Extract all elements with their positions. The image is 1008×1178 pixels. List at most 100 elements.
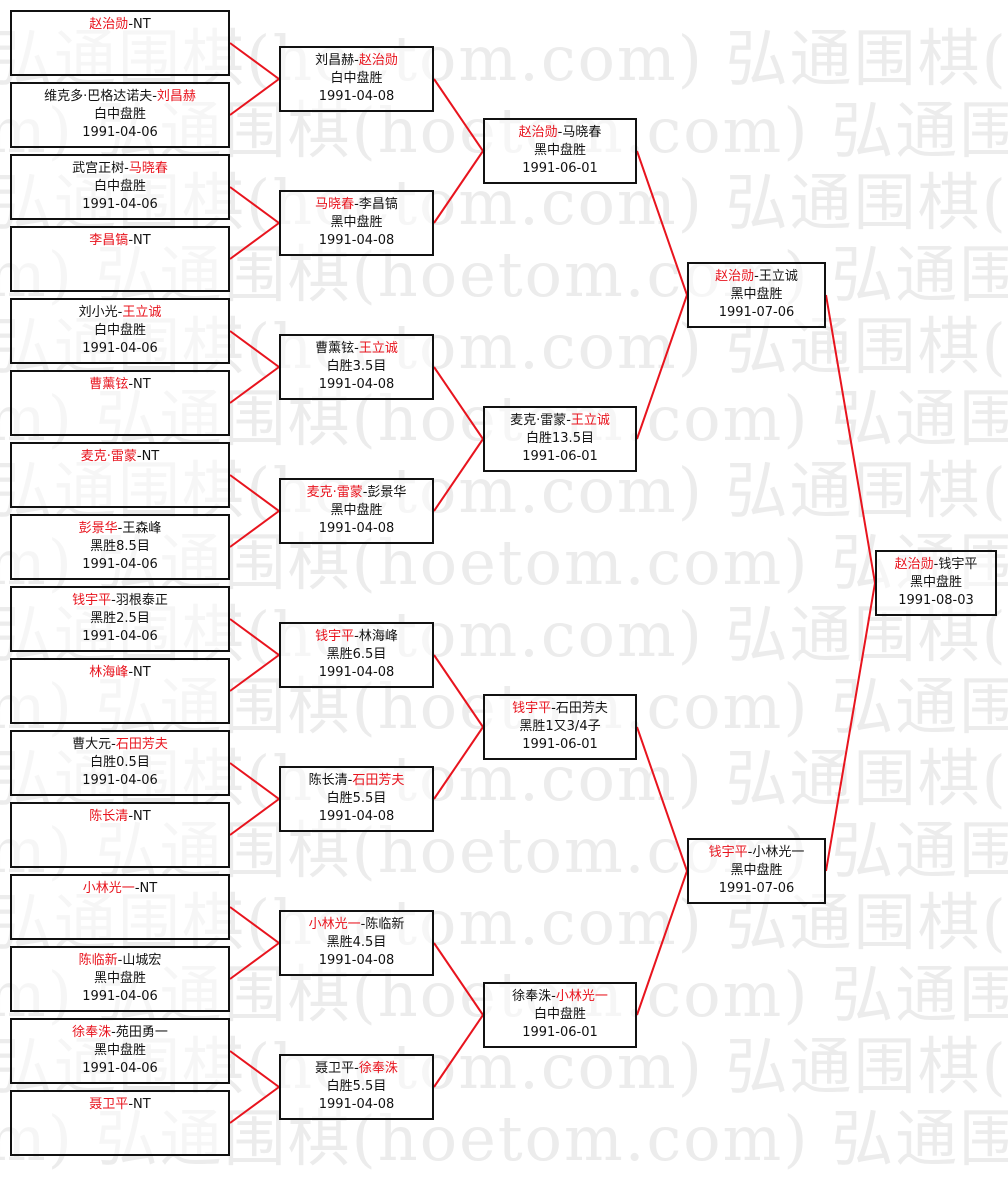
match-box: 林海峰-NT xyxy=(10,658,230,724)
player-2: NT xyxy=(133,377,151,392)
connector-line xyxy=(433,78,484,152)
match-date: 1991-04-06 xyxy=(82,341,158,356)
match-date: 1991-06-01 xyxy=(522,161,598,176)
connector-line xyxy=(433,726,484,800)
match-date: 1991-04-06 xyxy=(82,557,158,572)
connector-line xyxy=(825,582,876,872)
match-players: 麦克·雷蒙-NT xyxy=(12,448,228,466)
separator: - xyxy=(134,881,140,896)
player-1: 小林光一 xyxy=(82,881,135,896)
match-date: 1991-04-06 xyxy=(82,125,158,140)
player-1: 刘昌赫 xyxy=(315,53,355,68)
player-2: 羽根泰正 xyxy=(115,593,168,608)
connector-line xyxy=(229,798,280,836)
match-players: 陈长清-NT xyxy=(12,808,228,826)
separator: - xyxy=(117,953,123,968)
match-result: 黑胜8.5目 xyxy=(90,539,150,554)
separator: - xyxy=(124,161,129,176)
match-result: 白中盘胜 xyxy=(93,107,146,122)
player-2: 王森峰 xyxy=(122,521,162,536)
connector-line xyxy=(229,186,280,224)
player-2: 刘昌赫 xyxy=(156,89,196,104)
player-1: 钱宇平 xyxy=(512,701,552,716)
connector-line xyxy=(825,294,876,584)
player-1: 维克多·巴格达诺夫 xyxy=(44,89,153,104)
separator: - xyxy=(347,773,353,788)
separator: - xyxy=(128,665,134,680)
match-result: 白胜5.5目 xyxy=(326,1079,387,1094)
connector-line xyxy=(636,870,688,1016)
player-1: 陈长清 xyxy=(308,773,348,788)
player-2: 林海峰 xyxy=(358,629,398,644)
match-box: 李昌镐-NT xyxy=(10,226,230,292)
match-date: 1991-06-01 xyxy=(522,1025,598,1040)
match-result: 黑中盘胜 xyxy=(730,863,783,878)
player-2: NT xyxy=(139,881,158,896)
separator: - xyxy=(128,1097,134,1112)
connector-line xyxy=(229,906,280,944)
match-result: 黑中盘胜 xyxy=(533,143,586,158)
player-1: 赵治勋 xyxy=(894,557,934,572)
player-2: 石田芳夫 xyxy=(115,737,168,752)
match-players: 麦克·雷蒙-彭景华 xyxy=(281,484,432,502)
player-2: 马晓春 xyxy=(128,161,168,176)
separator: - xyxy=(362,485,368,500)
match-players: 刘昌赫-赵治勋 xyxy=(281,52,432,70)
match-players: 聂卫平-NT xyxy=(12,1096,228,1114)
connector-line xyxy=(229,330,280,368)
match-players: 曹大元-石田芳夫 xyxy=(12,736,228,754)
player-1: 李昌镐 xyxy=(89,233,129,248)
match-result: 白胜3.5目 xyxy=(326,359,387,374)
match-date: 1991-04-06 xyxy=(82,629,158,644)
player-2: 石田芳夫 xyxy=(352,773,405,788)
match-box: 赵治勋-NT xyxy=(10,10,230,76)
connector-line xyxy=(636,294,688,440)
match-date: 1991-08-03 xyxy=(898,593,974,608)
player-1: 陈临新 xyxy=(78,953,118,968)
match-date: 1991-04-08 xyxy=(318,1097,395,1112)
separator: - xyxy=(557,125,563,140)
match-players: 马晓春-李昌镐 xyxy=(281,196,432,214)
player-2: 马晓春 xyxy=(562,125,602,140)
match-date: 1991-04-08 xyxy=(318,521,395,536)
separator: - xyxy=(354,341,359,356)
separator: - xyxy=(117,521,123,536)
match-result: 白胜5.5目 xyxy=(326,791,387,806)
separator: - xyxy=(754,269,759,284)
separator: - xyxy=(354,1061,359,1076)
match-result: 黑中盘胜 xyxy=(330,215,383,230)
match-date: 1991-04-06 xyxy=(82,197,158,212)
player-2: 李昌镐 xyxy=(358,197,398,212)
separator: - xyxy=(933,557,939,572)
match-players: 赵治勋-NT xyxy=(12,16,228,34)
player-1: 武宫正树 xyxy=(72,161,125,176)
connector-line xyxy=(433,366,484,440)
player-1: 陈长清 xyxy=(89,809,129,824)
connector-line xyxy=(229,42,280,80)
match-box: 曹薰铉-NT xyxy=(10,370,230,436)
match-result: 黑中盘胜 xyxy=(909,575,962,590)
separator: - xyxy=(128,809,134,824)
match-box: 麦克·雷蒙-NT xyxy=(10,442,230,508)
match-players: 小林光一-NT xyxy=(12,880,228,898)
player-2: 山城宏 xyxy=(122,953,162,968)
match-players: 聂卫平-徐奉洙 xyxy=(281,1060,432,1078)
player-1: 赵治勋 xyxy=(715,269,755,284)
separator: - xyxy=(354,53,359,68)
match-result: 白中盘胜 xyxy=(330,71,383,86)
player-2: NT xyxy=(133,665,151,680)
player-2: 石田芳夫 xyxy=(555,701,608,716)
match-result: 黑中盘胜 xyxy=(93,971,146,986)
match-players: 赵治勋-钱宇平 xyxy=(877,556,995,574)
player-2: NT xyxy=(133,233,151,248)
player-1: 徐奉洙 xyxy=(72,1025,112,1040)
match-players: 彭景华-王森峰 xyxy=(12,520,228,538)
